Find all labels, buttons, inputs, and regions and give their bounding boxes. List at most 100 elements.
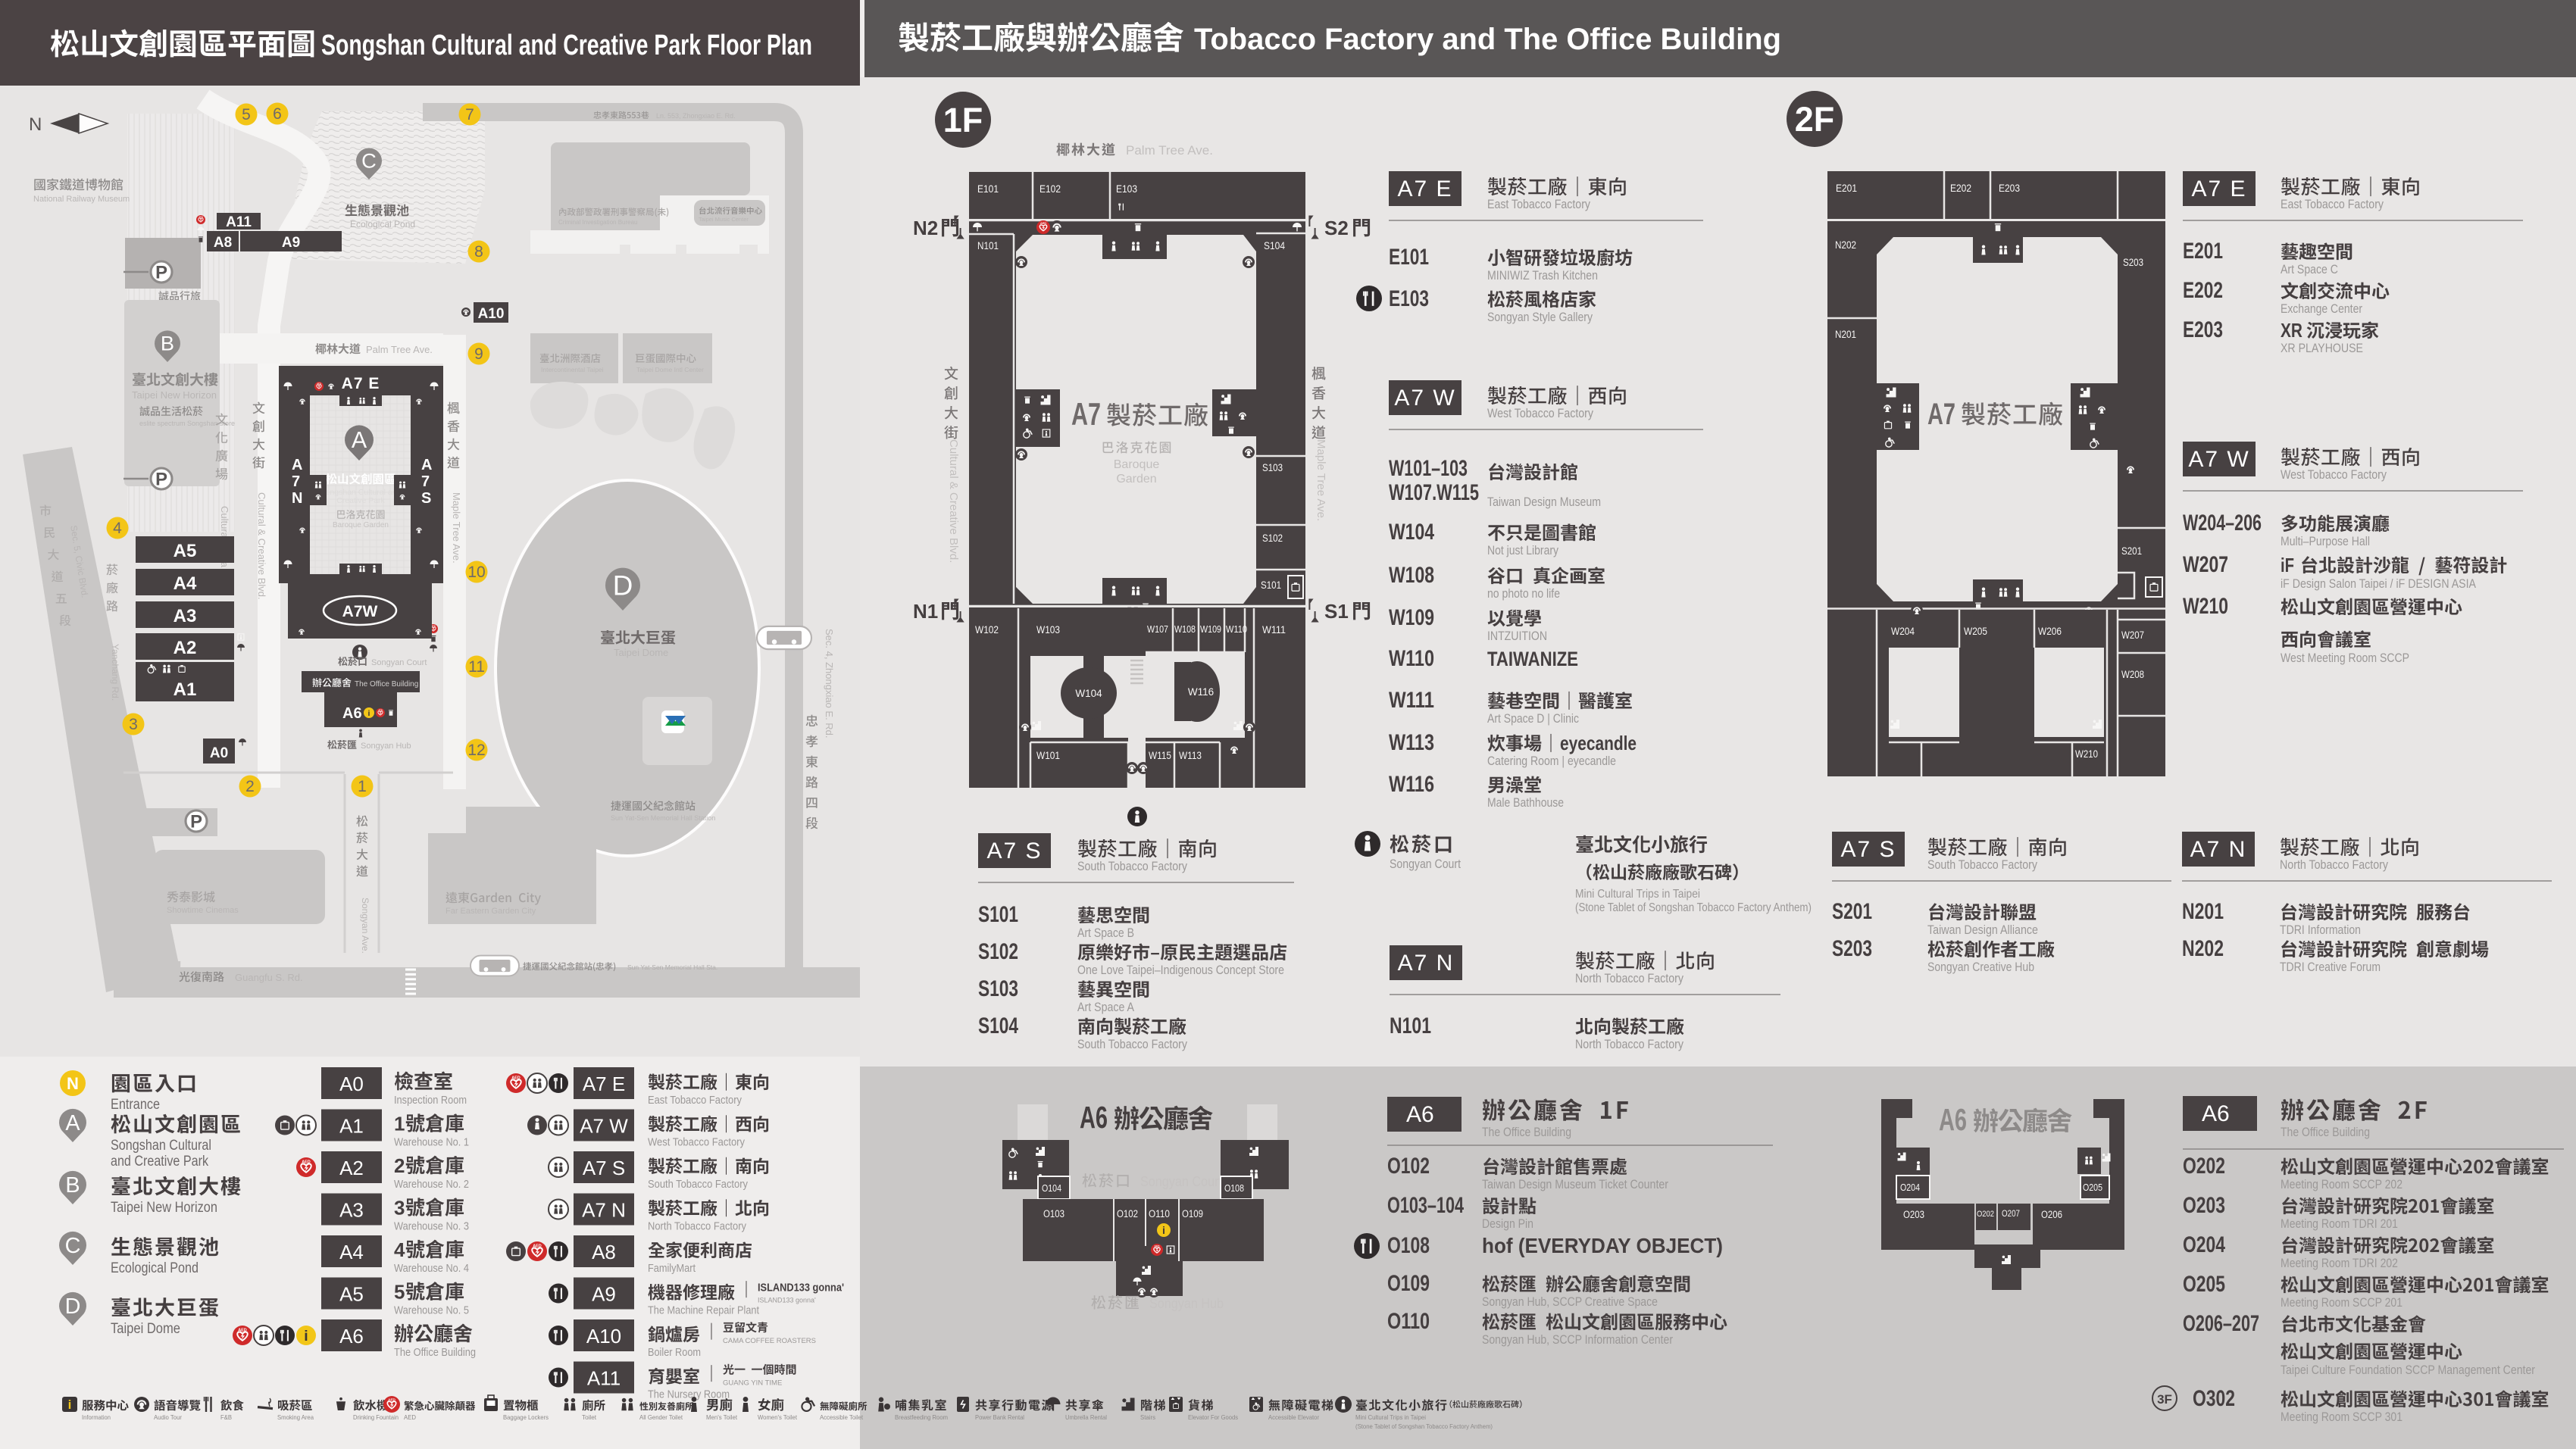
svg-text:A7 E: A7 E: [1397, 176, 1452, 201]
svg-text:Songyan Court: Songyan Court: [1390, 857, 1461, 871]
svg-text:E203: E203: [1999, 182, 2020, 194]
svg-text:Meeting Room SCCP 201: Meeting Room SCCP 201: [2281, 1296, 2402, 1310]
svg-text:Songshan Cultural: Songshan Cultural: [111, 1138, 211, 1154]
svg-text:N101: N101: [977, 239, 999, 251]
svg-text:P: P: [155, 263, 167, 283]
svg-text:2: 2: [245, 778, 255, 795]
svg-text:S102: S102: [978, 939, 1018, 964]
svg-text:O206–207: O206–207: [2183, 1311, 2259, 1336]
svg-text:W109: W109: [1389, 605, 1434, 630]
svg-text:Songyan Style Gallery: Songyan Style Gallery: [1487, 311, 1593, 324]
svg-text:W205: W205: [1964, 625, 1987, 637]
svg-text:iF Design Salon Taipei / iF DE: iF Design Salon Taipei / iF DESIGN ASIA: [2281, 577, 2476, 591]
svg-text:Meeting Room SCCP 202: Meeting Room SCCP 202: [2281, 1178, 2402, 1191]
svg-text:AED: AED: [1154, 1245, 1160, 1248]
svg-text:S201: S201: [1832, 899, 1872, 924]
svg-text:West Meeting Room SCCP: West Meeting Room SCCP: [2281, 651, 2409, 665]
svg-text:A7 W: A7 W: [580, 1115, 628, 1138]
svg-text:The Office Building: The Office Building: [355, 680, 418, 689]
svg-text:A5: A5: [174, 541, 197, 561]
svg-text:A6: A6: [1939, 1102, 1967, 1137]
svg-text:Drinking Fountain: Drinking Fountain: [353, 1413, 399, 1421]
svg-text:E101: E101: [1389, 245, 1429, 270]
svg-text:A7 S: A7 S: [986, 838, 1042, 863]
svg-text:S101: S101: [1261, 579, 1281, 591]
svg-text:N2: N2: [913, 217, 938, 239]
svg-text:Stairs: Stairs: [1140, 1413, 1155, 1421]
svg-text:W111: W111: [1262, 623, 1286, 635]
svg-text:TAIWANIZE: TAIWANIZE: [1487, 648, 1578, 670]
svg-text:W113: W113: [1179, 750, 1202, 761]
svg-text:and Creative Park: and Creative Park: [111, 1154, 208, 1170]
svg-text:eslite spectrum Songshan store: eslite spectrum Songshan store: [139, 420, 235, 427]
svg-text:O109: O109: [1387, 1271, 1430, 1296]
svg-text:S201: S201: [2121, 545, 2142, 557]
svg-text:Taiwan Design Museum: Taiwan Design Museum: [1487, 495, 1601, 509]
svg-text:W207: W207: [2183, 552, 2228, 577]
svg-text:Palm Tree Ave.: Palm Tree Ave.: [366, 344, 433, 355]
svg-text:Baggage Lockers: Baggage Lockers: [503, 1413, 549, 1421]
svg-text:A10: A10: [586, 1325, 621, 1348]
svg-text:TDRI Creative Forum: TDRI Creative Forum: [2280, 960, 2381, 974]
svg-text:Guangfu S. Rd.: Guangfu S. Rd.: [235, 972, 303, 983]
svg-text:Songyan Creative Hub: Songyan Creative Hub: [1927, 960, 2034, 974]
svg-text:O203: O203: [1903, 1209, 1924, 1220]
svg-text:South Tobacco Factory: South Tobacco Factory: [1077, 860, 1188, 873]
svg-text:N202: N202: [2182, 936, 2224, 961]
svg-text:S104: S104: [978, 1013, 1018, 1038]
svg-text:i: i: [304, 1328, 308, 1344]
svg-text:Baroque Garden: Baroque Garden: [333, 521, 389, 529]
svg-text:AED: AED: [238, 1329, 247, 1333]
svg-text:P: P: [155, 470, 167, 490]
svg-text:7: 7: [465, 106, 474, 123]
svg-text:Ecological Pond: Ecological Pond: [111, 1260, 199, 1276]
svg-text:AED: AED: [533, 1244, 542, 1249]
svg-text:9: 9: [474, 345, 483, 363]
svg-text:Ecological Pond: Ecological Pond: [350, 219, 415, 230]
svg-text:W101–103: W101–103: [1389, 456, 1468, 481]
svg-text:A7 E: A7 E: [342, 375, 380, 392]
svg-text:Warehouse No. 4: Warehouse No. 4: [394, 1262, 469, 1275]
svg-text:W109: W109: [1200, 624, 1221, 635]
svg-text:The Office Building: The Office Building: [1482, 1126, 1571, 1139]
svg-text:i: i: [1162, 1225, 1165, 1236]
svg-text:W116: W116: [1389, 772, 1434, 797]
svg-text:The Office Building: The Office Building: [394, 1346, 476, 1359]
svg-text:West Tobacco Factory: West Tobacco Factory: [648, 1136, 745, 1149]
svg-text:A7 N: A7 N: [1398, 951, 1455, 976]
svg-text:XR PLAYHOUSE: XR PLAYHOUSE: [2281, 342, 2363, 355]
svg-text:Songyan Hub, SCCP Creative Spa: Songyan Hub, SCCP Creative Space: [1482, 1295, 1658, 1309]
svg-text:Garden: Garden: [1116, 473, 1156, 486]
svg-text:Umbrella Rental: Umbrella Rental: [1065, 1413, 1107, 1421]
svg-text:AED: AED: [404, 1413, 416, 1421]
svg-text:Taipei Dome Intl Center: Taipei Dome Intl Center: [636, 366, 704, 373]
svg-text:S2: S2: [1324, 217, 1349, 239]
svg-text:S103: S103: [1262, 462, 1283, 473]
svg-text:W116: W116: [1188, 686, 1214, 698]
svg-text:O206: O206: [2041, 1209, 2062, 1220]
svg-text:A6: A6: [339, 1325, 364, 1348]
svg-text:AED: AED: [431, 625, 435, 627]
svg-text:W207: W207: [2121, 629, 2144, 641]
svg-text:A1: A1: [174, 679, 197, 700]
svg-text:iF: iF: [2281, 554, 2294, 576]
svg-text:North Tobacco Factory: North Tobacco Factory: [1575, 972, 1684, 985]
svg-text:Baroque: Baroque: [1114, 458, 1160, 471]
svg-text:A7 N: A7 N: [2190, 837, 2247, 862]
svg-text:no photo no life: no photo no life: [1487, 587, 1560, 601]
svg-text:N1: N1: [913, 600, 938, 623]
svg-text:E203: E203: [2183, 317, 2223, 342]
svg-text:O108: O108: [1387, 1233, 1430, 1258]
svg-text:North Tobacco Factory: North Tobacco Factory: [648, 1220, 746, 1233]
svg-text:E202: E202: [2183, 278, 2223, 303]
svg-text:W110: W110: [1389, 646, 1434, 671]
svg-text:Taiwan Design Museum Ticket Co: Taiwan Design Museum Ticket Counter: [1482, 1178, 1668, 1191]
svg-text:Songyan Hub: Songyan Hub: [361, 742, 411, 751]
svg-text:A2: A2: [174, 638, 197, 658]
svg-text:1F: 1F: [943, 101, 983, 139]
svg-text:Multi–Purpose Hall: Multi–Purpose Hall: [2281, 535, 2370, 548]
svg-text:Maple Tree Ave.: Maple Tree Ave.: [1315, 439, 1327, 521]
svg-text:5: 5: [242, 106, 251, 123]
svg-text:Mini Cultural Trips in Taipei: Mini Cultural Trips in Taipei: [1575, 888, 1700, 901]
svg-text:2F: 2F: [1795, 100, 1835, 139]
